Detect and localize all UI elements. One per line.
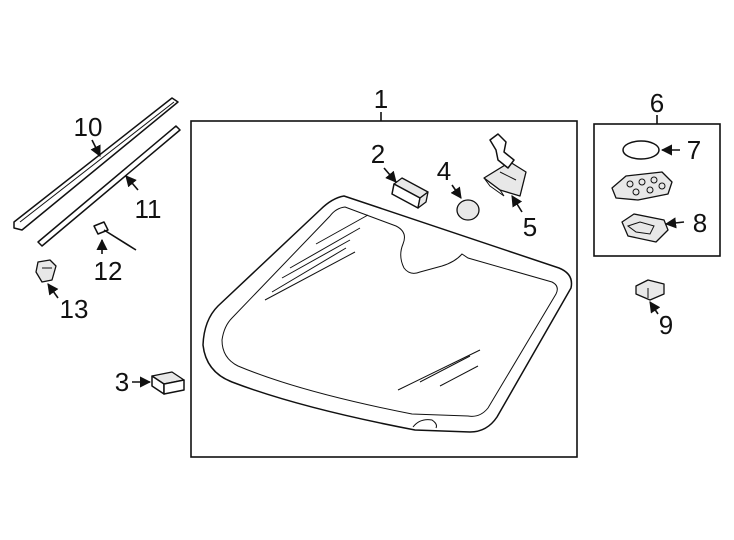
callout-11-arrow [125,175,139,191]
callout-8-arrow [664,217,685,229]
callout-10: 10 [74,112,103,142]
windshield-frame [190,120,578,458]
part-12-clip[interactable] [93,221,137,251]
part-11-rod[interactable] [37,125,181,247]
callout-2: 2 [371,139,385,169]
callout-4: 4 [437,156,451,186]
callout-13-arrow [47,283,59,299]
callout-9: 9 [659,310,673,340]
callout-13: 13 [60,294,89,324]
part-10-molding[interactable] [13,97,179,231]
part-3-block[interactable] [151,371,185,395]
part-8-bracket[interactable] [621,213,669,243]
callout-3: 3 [115,367,129,397]
windshield-glass[interactable] [202,195,573,433]
callout-11: 11 [135,194,162,224]
callout-4-arrow [450,184,462,199]
callout-9-arrow [649,301,661,315]
callout-7: 7 [687,135,701,165]
part-13-clip[interactable] [35,259,57,283]
callout-10-arrow [90,139,101,158]
callout-1: 1 [374,84,388,114]
part-9-connector[interactable] [635,279,665,301]
part-5-mirror-bracket[interactable] [483,133,527,197]
callout-5: 5 [523,212,537,242]
part-6-sensor[interactable] [611,171,673,201]
callout-5-arrow [511,195,523,213]
callout-8: 8 [693,208,707,238]
part-2-bracket[interactable] [391,177,429,209]
part-7-ring[interactable] [622,140,660,160]
callout-12: 12 [94,256,123,286]
callout-2-arrow [383,167,397,183]
callout-6: 6 [650,88,664,118]
part-4-pad[interactable] [456,199,480,221]
